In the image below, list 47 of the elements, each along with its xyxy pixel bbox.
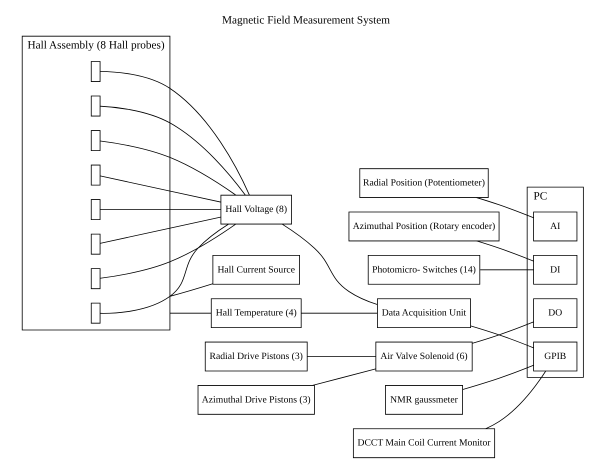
diagram-title: Magnetic Field Measurement System <box>222 14 390 27</box>
node-box: Radial Drive Pistons (3) <box>204 342 308 372</box>
connector <box>100 216 222 244</box>
connector <box>472 321 534 344</box>
node-box: Hall Voltage (8) <box>220 194 292 224</box>
connector <box>485 370 546 430</box>
connector <box>100 224 236 279</box>
node-box: DI <box>533 254 578 285</box>
node-box: Air Valve Solenoid (6) <box>375 342 473 372</box>
node-box: NMR gaussmeter <box>385 385 463 415</box>
node-box: Hall Temperature (4) <box>210 298 302 328</box>
node-box: GPIB <box>533 342 578 372</box>
node-box: DCCT Main Coil Current Monitor <box>352 428 496 458</box>
connector <box>476 197 534 218</box>
node-box <box>90 164 100 186</box>
connector <box>100 175 222 202</box>
connector <box>100 71 250 196</box>
node-box <box>90 96 100 116</box>
node-box <box>90 130 100 152</box>
node-box <box>90 302 100 324</box>
node-box: Azimuthal Position (Rotary encoder) <box>348 212 500 242</box>
connector <box>306 356 376 357</box>
connector <box>476 240 534 262</box>
connector <box>300 312 378 314</box>
connector <box>462 364 534 390</box>
connector <box>100 106 246 196</box>
node-box: Photomicro- Switches (14) <box>368 254 480 285</box>
connector <box>100 224 229 314</box>
node-box <box>90 234 100 255</box>
node-box: Hall Current Source <box>212 254 300 285</box>
node-box <box>90 199 100 220</box>
node-box: Data Acquisition Unit <box>377 298 471 328</box>
connector <box>480 269 534 270</box>
node-box <box>90 268 100 290</box>
connector <box>170 312 212 314</box>
cluster: Hall Assembly (8 Hall probes) <box>22 36 170 330</box>
node-box: Azimuthal Drive Pistons (3) <box>198 385 315 415</box>
node-box <box>90 61 100 82</box>
node-box: AI <box>533 212 578 242</box>
connector <box>470 326 534 348</box>
connector <box>170 283 214 297</box>
connector <box>100 209 222 210</box>
connector <box>100 140 236 196</box>
node-box: DO <box>533 298 578 328</box>
connector <box>312 368 376 386</box>
node-box: Radial Position (Potentiometer) <box>359 168 489 198</box>
connector <box>282 224 378 305</box>
